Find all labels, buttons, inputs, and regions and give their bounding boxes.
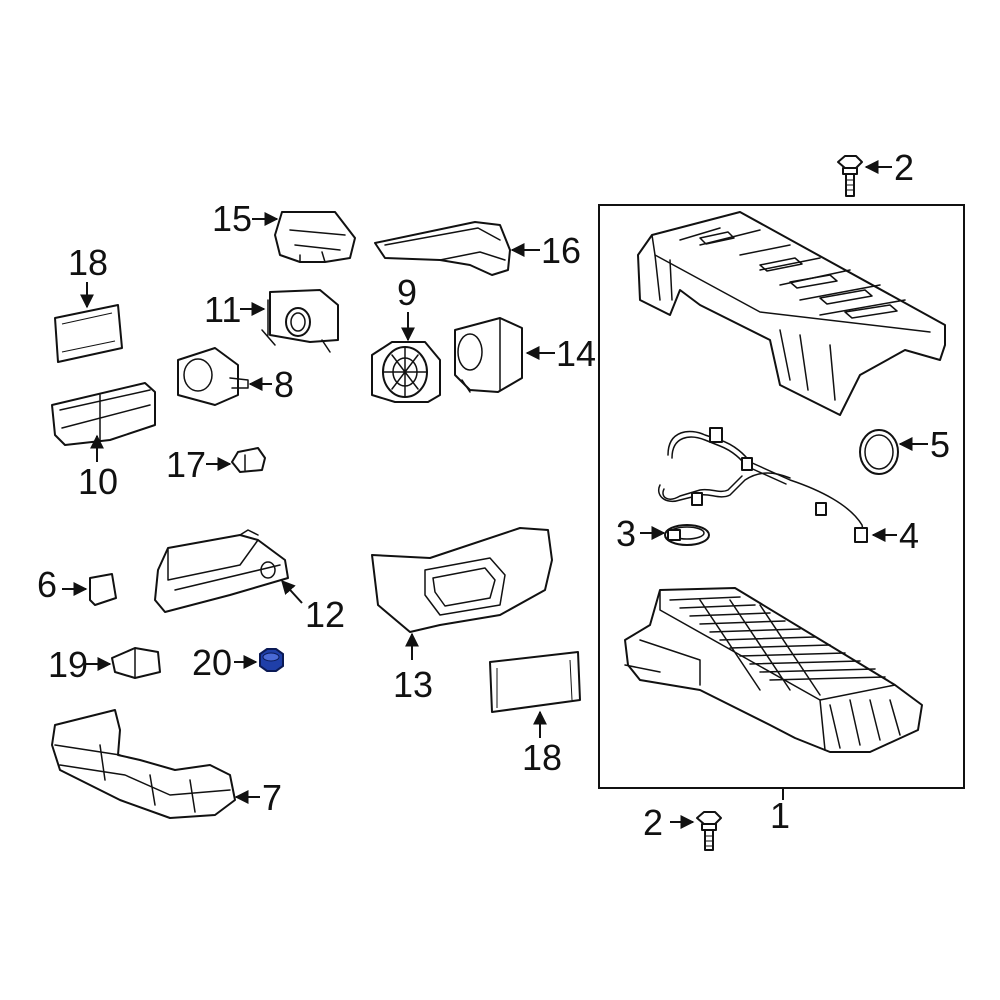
- part-20-nut[interactable]: [259, 648, 284, 672]
- part-11-bracket[interactable]: [261, 289, 339, 353]
- part-5-clamp[interactable]: [859, 429, 899, 475]
- callout-10[interactable]: 10: [78, 461, 118, 502]
- callout-2-top[interactable]: 2: [894, 147, 914, 188]
- callout-17[interactable]: 17: [166, 444, 206, 485]
- part-2-bolt-top[interactable]: [837, 155, 863, 197]
- callout-2-bottom[interactable]: 2: [643, 802, 663, 843]
- callout-14[interactable]: 14: [556, 333, 596, 374]
- part-17-connector[interactable]: [231, 447, 266, 473]
- part-14-fan-housing[interactable]: [454, 317, 523, 393]
- part-19-clip[interactable]: [111, 647, 161, 679]
- callout-3[interactable]: 3: [616, 513, 636, 554]
- part-10-duct[interactable]: [51, 382, 156, 446]
- callout-6[interactable]: 6: [37, 564, 57, 605]
- part-13-cover[interactable]: [371, 527, 553, 633]
- callout-19[interactable]: 19: [48, 644, 88, 685]
- part-9-blower-fan[interactable]: [371, 341, 441, 403]
- part-3-band-clamp[interactable]: [664, 524, 710, 546]
- part-15-bracket[interactable]: [274, 211, 356, 263]
- part-18-panel-right[interactable]: [489, 651, 581, 713]
- part-6-small-bracket[interactable]: [89, 573, 117, 606]
- part-2-bolt-bottom[interactable]: [696, 811, 722, 851]
- battery-module: [624, 587, 923, 753]
- callout-15[interactable]: 15: [212, 198, 252, 239]
- callout-18-left[interactable]: 18: [68, 242, 108, 283]
- leader-12: [281, 579, 303, 604]
- part-16-duct[interactable]: [374, 221, 511, 276]
- part-12-bracket[interactable]: [154, 529, 289, 613]
- callout-5[interactable]: 5: [930, 424, 950, 465]
- part-18-panel-left[interactable]: [54, 304, 123, 363]
- part-7-lower-bracket[interactable]: [51, 709, 236, 819]
- callout-11[interactable]: 11: [204, 289, 241, 330]
- callout-18-right[interactable]: 18: [522, 737, 562, 778]
- callout-1[interactable]: 1: [770, 795, 790, 836]
- part-8-bracket[interactable]: [177, 347, 249, 406]
- callout-4[interactable]: 4: [899, 515, 919, 556]
- wire-harness: [658, 427, 868, 543]
- callout-16[interactable]: 16: [541, 230, 581, 271]
- callout-9[interactable]: 9: [397, 272, 417, 313]
- callout-7[interactable]: 7: [262, 777, 282, 818]
- assembly-frame: [598, 204, 965, 789]
- callout-20[interactable]: 20: [192, 642, 232, 683]
- callout-13[interactable]: 13: [393, 664, 433, 705]
- callout-12[interactable]: 12: [305, 594, 345, 635]
- callout-8[interactable]: 8: [274, 364, 294, 405]
- battery-upper-cover: [637, 211, 946, 416]
